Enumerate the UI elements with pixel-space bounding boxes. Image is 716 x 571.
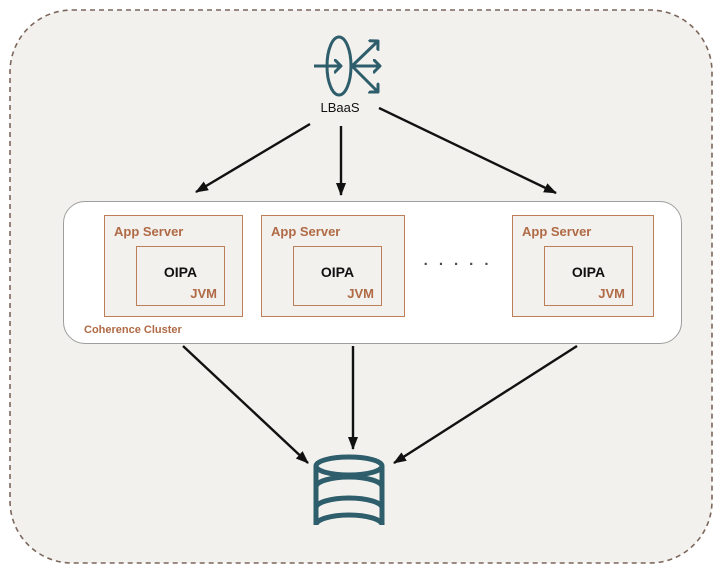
cluster-to-db-arrows: [182, 344, 578, 465]
oipa-label: OIPA: [320, 264, 355, 280]
oipa-jvm-box: OIPA JVM: [136, 246, 225, 306]
more-servers-ellipsis: · · · · ·: [423, 256, 493, 273]
app-server-label: App Server: [114, 224, 184, 239]
jvm-label: JVM: [347, 286, 374, 301]
oipa-jvm-box: OIPA JVM: [544, 246, 633, 306]
database-icon: [313, 454, 385, 535]
load-balancer-label: LBaaS: [320, 100, 360, 115]
jvm-label: JVM: [190, 286, 217, 301]
arrow-appserver-3-to-db: [393, 344, 578, 465]
load-balancer-icon: [314, 35, 380, 97]
coherence-cluster-label: Coherence Cluster: [84, 324, 182, 336]
app-server-label: App Server: [522, 224, 592, 239]
app-server-box-2: App Server OIPA JVM: [261, 215, 405, 317]
oipa-label: OIPA: [163, 264, 198, 280]
arrow-lb-to-appserver-1: [195, 122, 311, 194]
arrow-appserver-1-to-db: [182, 345, 309, 464]
app-server-box-1: App Server OIPA JVM: [104, 215, 243, 317]
lb-to-cluster-arrows: [195, 106, 557, 196]
oipa-label: OIPA: [571, 264, 606, 280]
arrow-lb-to-appserver-3: [378, 106, 557, 195]
app-server-label: App Server: [271, 224, 341, 239]
app-server-box-3: App Server OIPA JVM: [512, 215, 654, 317]
oipa-jvm-box: OIPA JVM: [293, 246, 382, 306]
jvm-label: JVM: [598, 286, 625, 301]
